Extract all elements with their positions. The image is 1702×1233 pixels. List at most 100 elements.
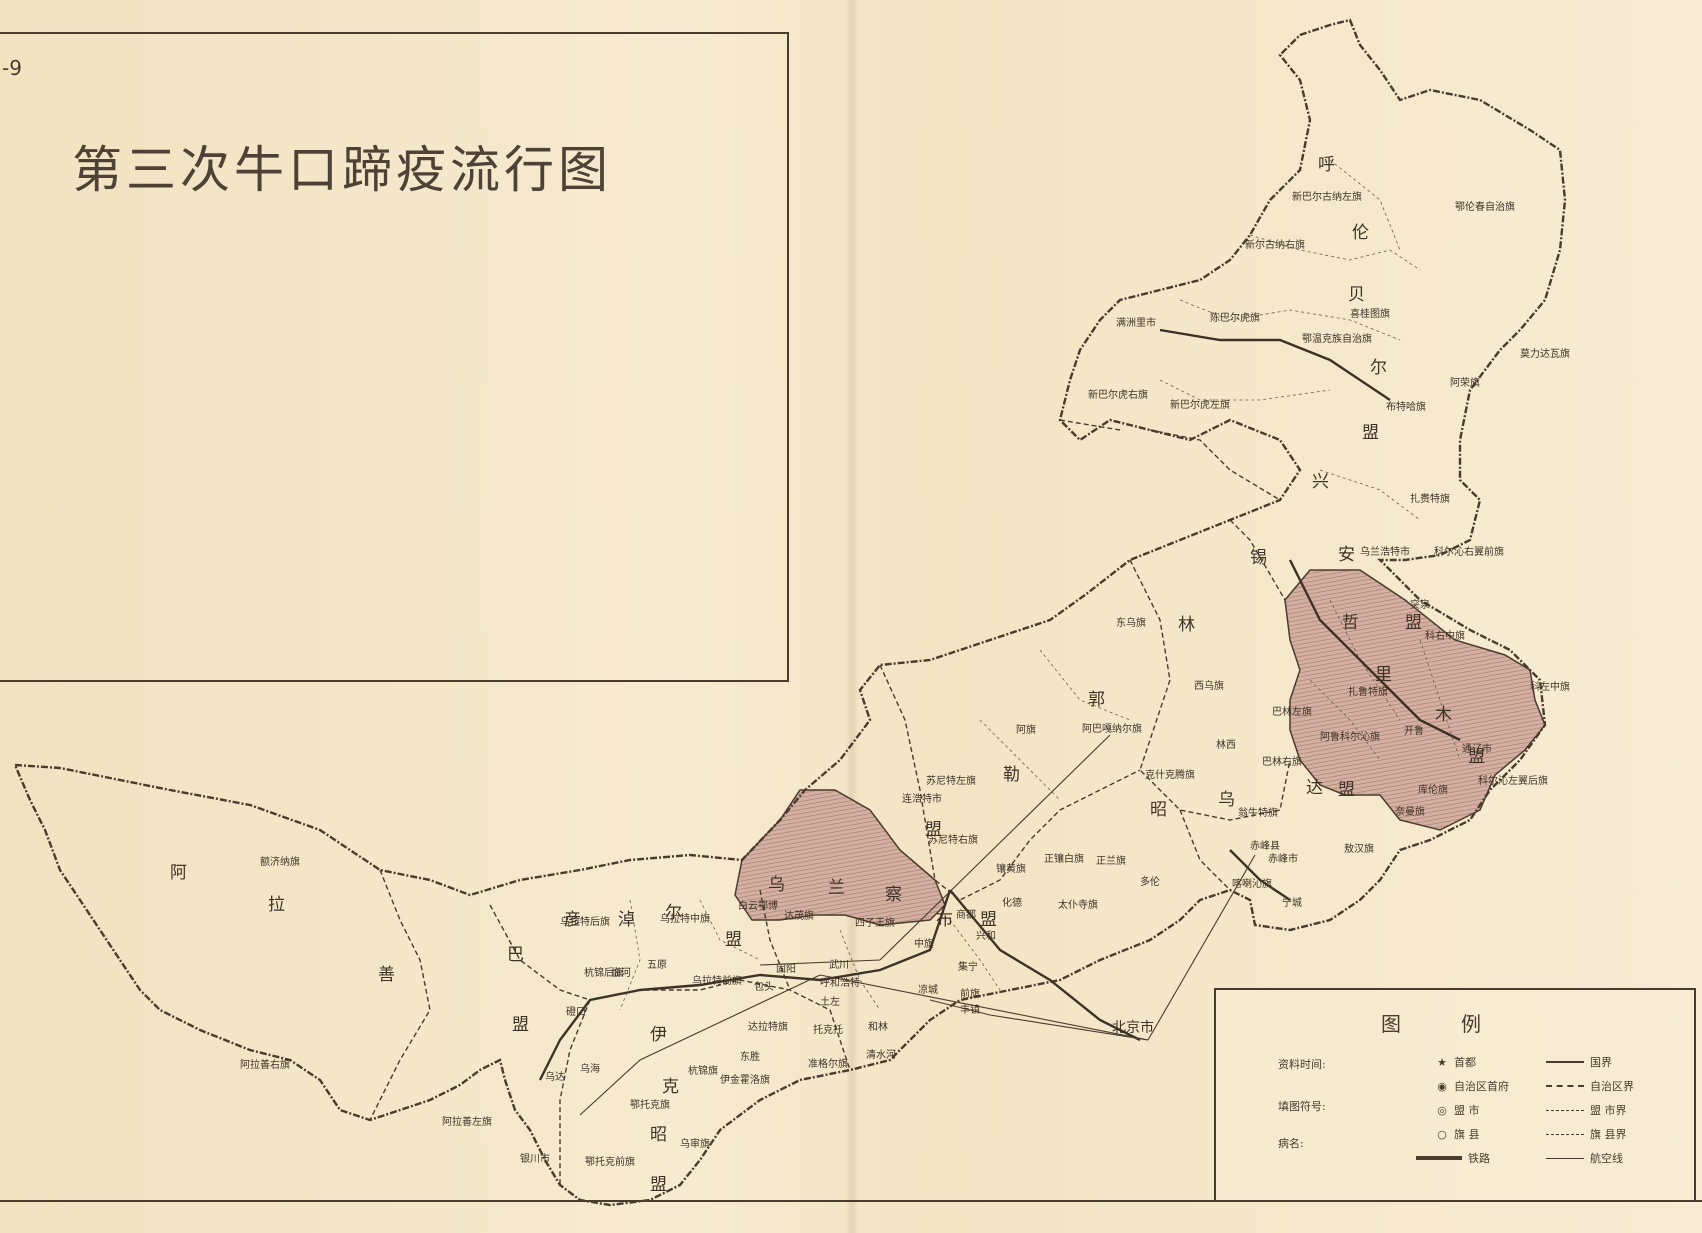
place-label: 扎赉特旗 bbox=[1410, 494, 1450, 505]
league-label-juud-2: 乌 bbox=[1218, 790, 1235, 810]
legend-item-air-route: 航空线 bbox=[1546, 1150, 1623, 1166]
league-label-hulunbuir-2: 伦 bbox=[1352, 223, 1369, 243]
legend-item-national-border: 国界 bbox=[1546, 1054, 1612, 1070]
place-label: 扎鲁特旗 bbox=[1348, 687, 1388, 698]
legend-box: 图例 资料时间: 填图符号: 病名: ★ 首都 ◉ 自治区首府 ◎ 盟 市 ○ … bbox=[1214, 988, 1696, 1202]
place-label: 陈巴尔虎旗 bbox=[1210, 313, 1260, 324]
place-label: 科右中旗 bbox=[1425, 631, 1465, 642]
league-label-ikezhao-2: 克 bbox=[662, 1077, 679, 1097]
place-label: 额济纳旗 bbox=[260, 857, 300, 868]
legend-item-regional-capital: ◉ 自治区首府 bbox=[1437, 1079, 1509, 1094]
legend-item-region-border: 自治区界 bbox=[1546, 1078, 1634, 1094]
league-label-xilingol-2: 林 bbox=[1178, 615, 1195, 635]
county-border-icon bbox=[1546, 1133, 1584, 1135]
place-label: 杭锦后旗 bbox=[584, 968, 624, 979]
inset-frame bbox=[0, 32, 789, 682]
league-label-alxa-3: 善 bbox=[378, 965, 395, 985]
place-label: 莫力达瓦旗 bbox=[1520, 349, 1570, 360]
place-label: 巴林右旗 bbox=[1262, 757, 1302, 768]
league-label-jirim-3: 里 bbox=[1375, 665, 1392, 685]
railways bbox=[538, 328, 1461, 1081]
legend-field-disease: 病名: bbox=[1278, 1137, 1304, 1150]
place-label: 磴口 bbox=[566, 1007, 586, 1018]
place-label: 乌拉特中旗 bbox=[660, 914, 710, 925]
legend-item-league-city: ◎ 盟 市 bbox=[1437, 1103, 1480, 1118]
legend-field-symbol: 填图符号: bbox=[1278, 1100, 1326, 1113]
place-label: 苏尼特左旗 bbox=[926, 776, 976, 787]
place-label: 鄂托克前旗 bbox=[585, 1157, 635, 1168]
place-label: 银川市 bbox=[520, 1154, 550, 1165]
place-label: 宁城 bbox=[1282, 898, 1302, 909]
place-label: 苏尼特右旗 bbox=[928, 835, 978, 846]
league-label-bayannur-4: 尔 bbox=[665, 903, 682, 923]
league-label-ulanqab-2: 兰 bbox=[828, 878, 845, 898]
place-label: 西乌旗 bbox=[1194, 681, 1224, 692]
place-label: 清水河 bbox=[866, 1050, 896, 1061]
place-label: 镶黄旗 bbox=[996, 864, 1026, 875]
league-boundaries bbox=[369, 419, 1291, 1185]
place-label: 托克托 bbox=[813, 1025, 843, 1036]
place-label: 乌审旗 bbox=[680, 1139, 710, 1150]
place-label: 东乌旗 bbox=[1116, 618, 1146, 629]
league-label-bayannur-5: 盟 bbox=[725, 930, 742, 950]
place-label: 鄂托克旗 bbox=[630, 1100, 670, 1111]
place-label: 四子王旗 bbox=[855, 918, 895, 929]
place-label: 巴林左旗 bbox=[1272, 707, 1312, 718]
legend-item-railway: 铁路 bbox=[1416, 1150, 1490, 1166]
place-label: 喜桂图旗 bbox=[1350, 309, 1390, 320]
double-circle-icon: ◉ bbox=[1437, 1079, 1447, 1093]
place-label: 东胜 bbox=[740, 1052, 760, 1063]
league-label-jirim-2: 盟 bbox=[1405, 613, 1422, 633]
legend-title: 图例 bbox=[1381, 1012, 1541, 1036]
league-label-hinggan-1: 兴 bbox=[1312, 472, 1329, 492]
place-label: 赤峰市 bbox=[1268, 854, 1298, 865]
legend-field-time: 资料时间: bbox=[1278, 1058, 1326, 1071]
place-label: 赤峰县 bbox=[1250, 841, 1280, 852]
place-label: 奈曼旗 bbox=[1395, 807, 1425, 818]
place-label: 正兰旗 bbox=[1096, 856, 1126, 867]
place-label: 阿巴嘎纳尔旗 bbox=[1082, 724, 1142, 735]
place-label: 阿鲁科尔沁旗 bbox=[1320, 732, 1380, 743]
place-label: 达茂旗 bbox=[784, 911, 814, 922]
league-label-xilingol-1: 锡 bbox=[1250, 548, 1267, 568]
place-label: 库伦旗 bbox=[1418, 785, 1448, 796]
circle-icon: ○ bbox=[1437, 1127, 1447, 1141]
place-label: 翁牛特旗 bbox=[1238, 808, 1278, 819]
bottom-rule bbox=[0, 1200, 1702, 1202]
place-label: 科左中旗 bbox=[1530, 682, 1570, 693]
railway-line-icon bbox=[1416, 1156, 1462, 1160]
outbreak-area-jirim bbox=[1284, 569, 1546, 831]
place-label: 乌兰浩特市 bbox=[1360, 547, 1410, 558]
place-label: 准格尔旗 bbox=[808, 1059, 848, 1070]
league-label-ulanqab-1: 乌 bbox=[768, 875, 785, 895]
place-label: 包头 bbox=[754, 982, 774, 993]
place-label: 喀喇沁旗 bbox=[1232, 879, 1272, 890]
league-border-icon bbox=[1546, 1109, 1584, 1111]
place-label: 鄂伦春自治旗 bbox=[1455, 202, 1515, 213]
place-label: 连浩特市 bbox=[902, 794, 942, 805]
place-label: 阿旗 bbox=[1016, 725, 1036, 736]
place-label: 太仆寺旗 bbox=[1058, 900, 1098, 911]
league-label-juud-4: 盟 bbox=[1338, 780, 1355, 800]
league-label-jirim-1: 哲 bbox=[1342, 613, 1359, 633]
place-label: 鄂温克族自治旗 bbox=[1302, 334, 1372, 345]
league-label-bayannur-2: 彦 bbox=[564, 910, 581, 930]
league-label-juud-1: 昭 bbox=[1150, 800, 1167, 820]
place-label: 化德 bbox=[1002, 898, 1022, 909]
place-label: 白云鄂博 bbox=[738, 901, 778, 912]
place-label: 突泉 bbox=[1410, 600, 1430, 611]
place-label: 敖汉旗 bbox=[1344, 844, 1374, 855]
legend-item-capital: ★ 首都 bbox=[1437, 1055, 1476, 1070]
place-label: 正镶白旗 bbox=[1044, 854, 1084, 865]
place-label: 杭锦旗 bbox=[688, 1066, 718, 1077]
place-label: 通辽市 bbox=[1462, 744, 1492, 755]
league-label-bayannur-6: 盟 bbox=[512, 1015, 529, 1035]
place-label: 固阳 bbox=[776, 964, 796, 975]
place-label: 前旗 bbox=[960, 989, 980, 1000]
national-border-icon bbox=[1546, 1061, 1584, 1063]
legend-item-league-border: 盟 市界 bbox=[1546, 1102, 1627, 1118]
place-label: 林西 bbox=[1216, 740, 1236, 751]
place-label: 集宁 bbox=[958, 962, 978, 973]
